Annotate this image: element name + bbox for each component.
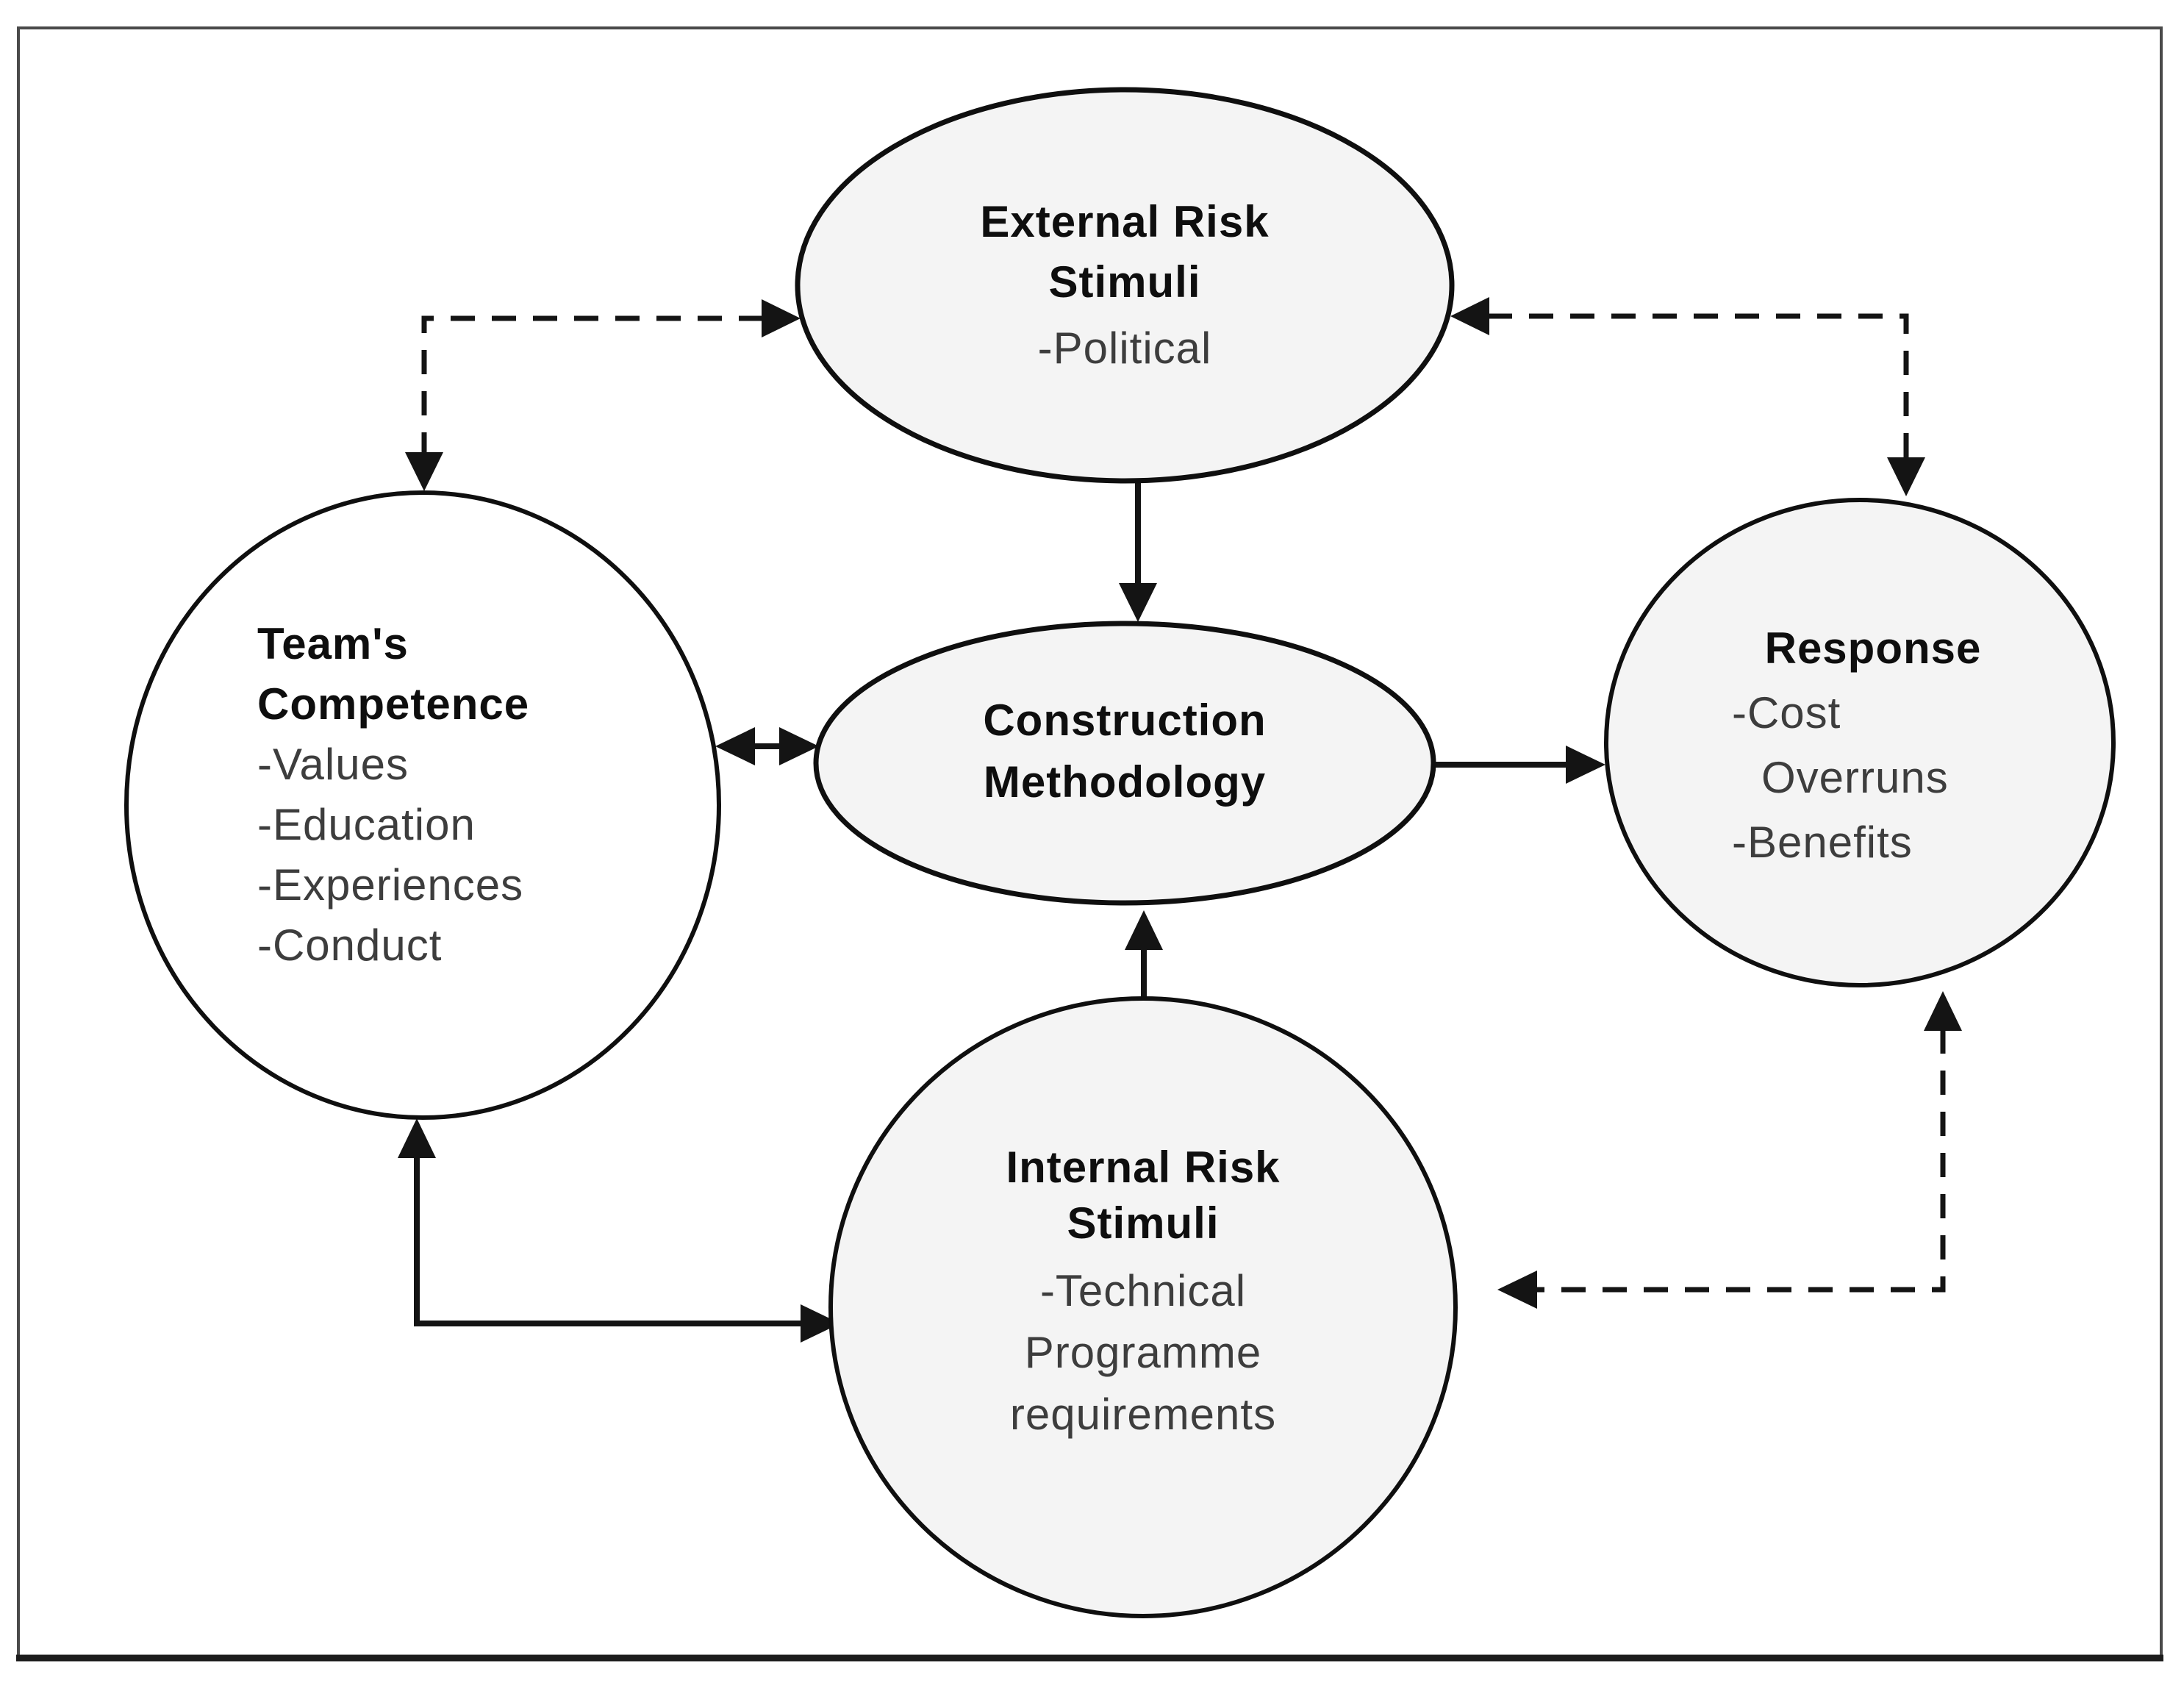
node-internal-risk: Internal Risk Stimuli -Technical Program… [828,996,1458,1618]
node-external-risk-shape [795,87,1455,484]
node-construction-methodology-title-line2: Methodology [984,757,1266,807]
edge-teams-construction [715,727,819,765]
node-internal-risk-item: requirements [1010,1390,1276,1439]
node-teams-competence-item: -Education [257,800,476,849]
edge-teams-external [405,299,801,491]
node-external-risk-title-line1: External Risk [980,197,1269,246]
edge-response-internal-arrowhead-up [1924,991,1962,1031]
edge-external-construction-arrowhead [1119,583,1157,622]
node-teams-competence-shape [124,490,721,1120]
node-response-item: Overruns [1761,753,1949,802]
node-teams-competence-item: -Values [257,740,409,789]
node-teams-competence: Team's Competence -Values -Education -Ex… [124,490,721,1120]
node-internal-risk-title-line2: Stimuli [1067,1198,1219,1248]
node-construction-methodology-title-line1: Construction [983,696,1266,745]
node-teams-competence-title-line2: Competence [257,679,529,729]
node-response-shape [1604,498,2116,987]
edge-response-external-arrowhead-down [1887,457,1925,496]
edge-response-internal-arrowhead-left [1497,1271,1537,1309]
node-internal-risk-shape [828,996,1458,1618]
edge-internal-construction [1125,910,1163,997]
node-internal-risk-item: Programme [1025,1328,1261,1377]
node-internal-risk-title-line1: Internal Risk [1006,1143,1280,1192]
node-construction-methodology: Construction Methodology [813,621,1436,906]
node-teams-competence-title-line1: Team's [257,619,409,668]
edge-construction-response [1433,746,1605,784]
edge-construction-response-arrowhead [1566,746,1605,784]
node-external-risk-item: -Political [1038,324,1212,373]
edge-teams-external-arrowhead-down [405,452,443,491]
edge-teams-construction-arrowhead-right [779,727,819,765]
node-internal-risk-item: -Technical [1040,1266,1246,1315]
edge-response-external-arrowhead-left [1450,297,1489,335]
edge-response-internal [1497,991,1962,1309]
edge-response-external [1450,297,1925,496]
node-response-item: -Benefits [1732,818,1913,867]
node-external-risk-title-line2: Stimuli [1048,257,1200,307]
edge-internal-construction-arrowhead [1125,910,1163,950]
edge-teams-internal [398,1118,840,1343]
node-response-title: Response [1765,623,1982,673]
node-construction-methodology-shape [813,621,1436,906]
edge-external-construction [1119,482,1157,622]
edge-teams-internal-arrowhead-right [801,1304,840,1343]
node-response: Response -Cost Overruns -Benefits [1604,498,2116,987]
node-response-item: -Cost [1732,688,1841,737]
node-teams-competence-item: -Experiences [257,860,523,910]
node-external-risk: External Risk Stimuli -Political [795,87,1455,484]
edge-teams-construction-arrowhead-left [715,727,755,765]
edge-teams-internal-arrowhead-up [398,1118,436,1158]
edge-teams-external-arrowhead-right [762,299,801,337]
node-teams-competence-item: -Conduct [257,921,442,970]
